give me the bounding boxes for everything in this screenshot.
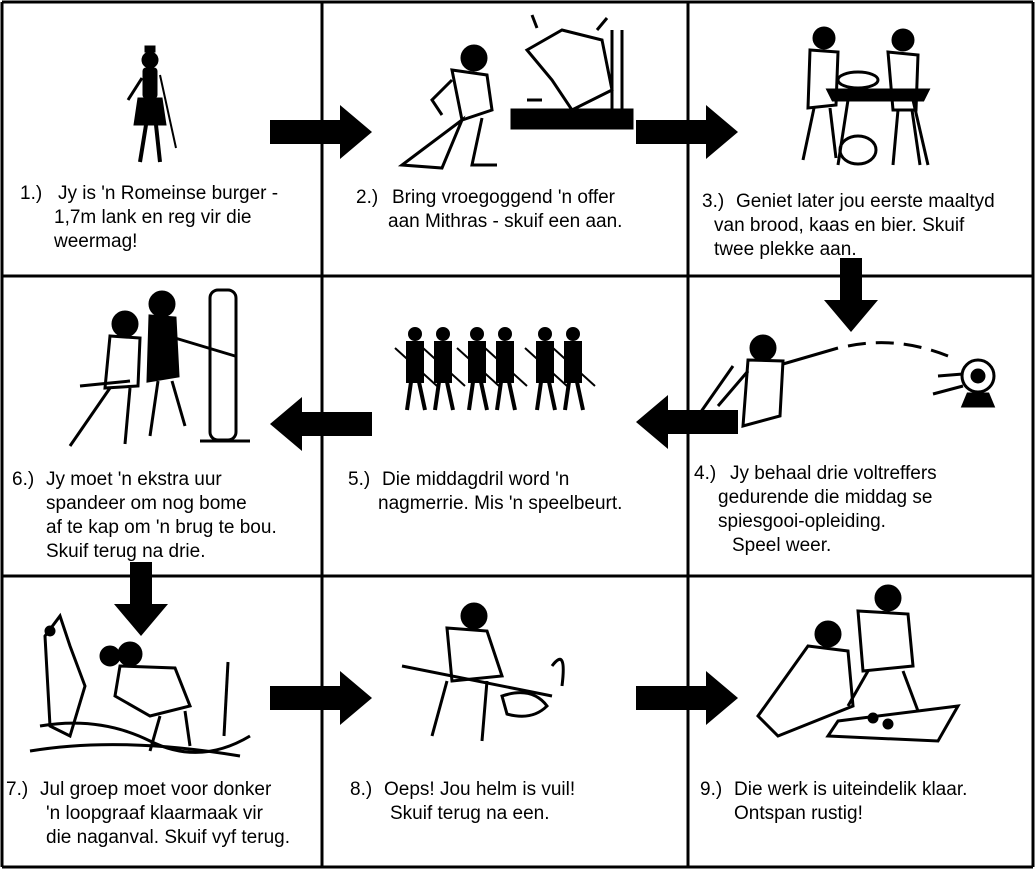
square-text-line: van brood, kaas en bier. Skuif <box>714 215 965 236</box>
square-text-line: Speel weer. <box>732 535 832 556</box>
square-text-line: Jul groep moet voor donker <box>40 779 272 800</box>
square-6: 6.) Jy moet 'n ekstra uur spandeer om no… <box>0 276 322 576</box>
arrow-left-icon <box>270 397 372 451</box>
cleaning-helmet-icon <box>401 602 565 742</box>
square-number: 1.) <box>20 183 43 204</box>
square-text-line: aan Mithras - skuif een aan. <box>388 211 623 232</box>
arrow-down-icon <box>824 258 878 332</box>
arrow-right-icon <box>636 105 738 159</box>
square-8: 8.) Oeps! Jou helm is vuil! Skuif terug … <box>322 576 688 870</box>
square-text-line: weermag! <box>54 231 138 252</box>
square-number: 5.) <box>348 469 371 490</box>
square-text-line: Ontspan rustig! <box>734 803 863 824</box>
square-text-line: 1,7m lank en reg vir die <box>54 207 252 228</box>
square-number: 9.) <box>700 779 723 800</box>
square-text-line: Bring vroegoggend 'n offer <box>392 187 615 208</box>
chopping-wood-icon <box>68 288 250 447</box>
marching-soldier-icon <box>422 327 466 411</box>
square-number: 8.) <box>350 779 373 800</box>
square-7: 7.) Jul groep moet voor donker 'n loopgr… <box>0 576 322 870</box>
square-9: 9.) Die werk is uiteindelik klaar. Ontsp… <box>688 576 1035 870</box>
square-text-line: nagmerrie. Mis 'n speelbeurt. <box>378 493 623 514</box>
square-text-line: Die werk is uiteindelik klaar. <box>734 779 968 800</box>
square-text-line: gedurende die middag se <box>718 487 933 508</box>
arrow-down-icon <box>114 562 168 636</box>
square-4: 4.) Jy behaal drie voltreffers gedurende… <box>688 276 1035 576</box>
offering-to-mithras-icon <box>397 14 634 170</box>
square-number: 7.) <box>6 779 29 800</box>
square-2: 2.) Bring vroegoggend 'n offer aan Mithr… <box>322 0 688 276</box>
square-text-line: Oeps! Jou helm is vuil! <box>384 779 576 800</box>
square-text-line: Geniet later jou eerste maaltyd <box>736 191 995 212</box>
arrow-right-icon <box>270 671 372 725</box>
spear-throwing-training-icon <box>696 334 996 429</box>
marching-soldier-icon <box>552 327 596 411</box>
square-number: 2.) <box>356 187 379 208</box>
square-3: 3.) Geniet later jou eerste maaltyd van … <box>688 0 1035 276</box>
square-text-line: spiesgooi-opleiding. <box>718 511 886 532</box>
marching-soldier-icon <box>484 327 528 411</box>
square-5: 5.) Die middagdril word 'n nagmerrie. Mi… <box>322 276 688 576</box>
roman-soldier-icon <box>126 45 177 163</box>
square-text-line: twee plekke aan. <box>714 239 857 260</box>
square-number: 3.) <box>702 191 725 212</box>
marching-soldier-icon <box>456 327 500 411</box>
playing-dice-icon <box>756 584 961 743</box>
arrow-right-icon <box>636 671 738 725</box>
square-text-line: Skuif terug na een. <box>390 803 550 824</box>
digging-trench-icon <box>29 612 251 758</box>
square-text-line: Jy behaal drie voltreffers <box>730 463 937 484</box>
square-text-line: Die middagdril word 'n <box>382 469 570 490</box>
marching-soldier-icon <box>524 327 568 411</box>
square-text-line: spandeer om nog bome <box>46 493 247 514</box>
marching-drill-icon <box>394 327 596 411</box>
square-text-line: Skuif terug na drie. <box>46 541 206 562</box>
square-text-line: Jy is 'n Romeinse burger - <box>58 183 279 204</box>
square-text-line: die naganval. Skuif vyf terug. <box>46 827 290 848</box>
square-number: 6.) <box>12 469 35 490</box>
arrow-right-icon <box>270 105 372 159</box>
square-text-line: af te kap om 'n brug te bou. <box>46 517 277 538</box>
meal-of-bread-cheese-beer-icon <box>801 26 931 166</box>
marching-soldier-icon <box>394 327 438 411</box>
square-number: 4.) <box>694 463 717 484</box>
square-text-line: 'n loopgraaf klaarmaak vir <box>46 803 263 824</box>
arrow-left-icon <box>636 395 738 449</box>
square-text-line: Jy moet 'n ekstra uur <box>46 469 222 490</box>
square-1: 1.) Jy is 'n Romeinse burger - 1,7m lank… <box>0 0 322 276</box>
